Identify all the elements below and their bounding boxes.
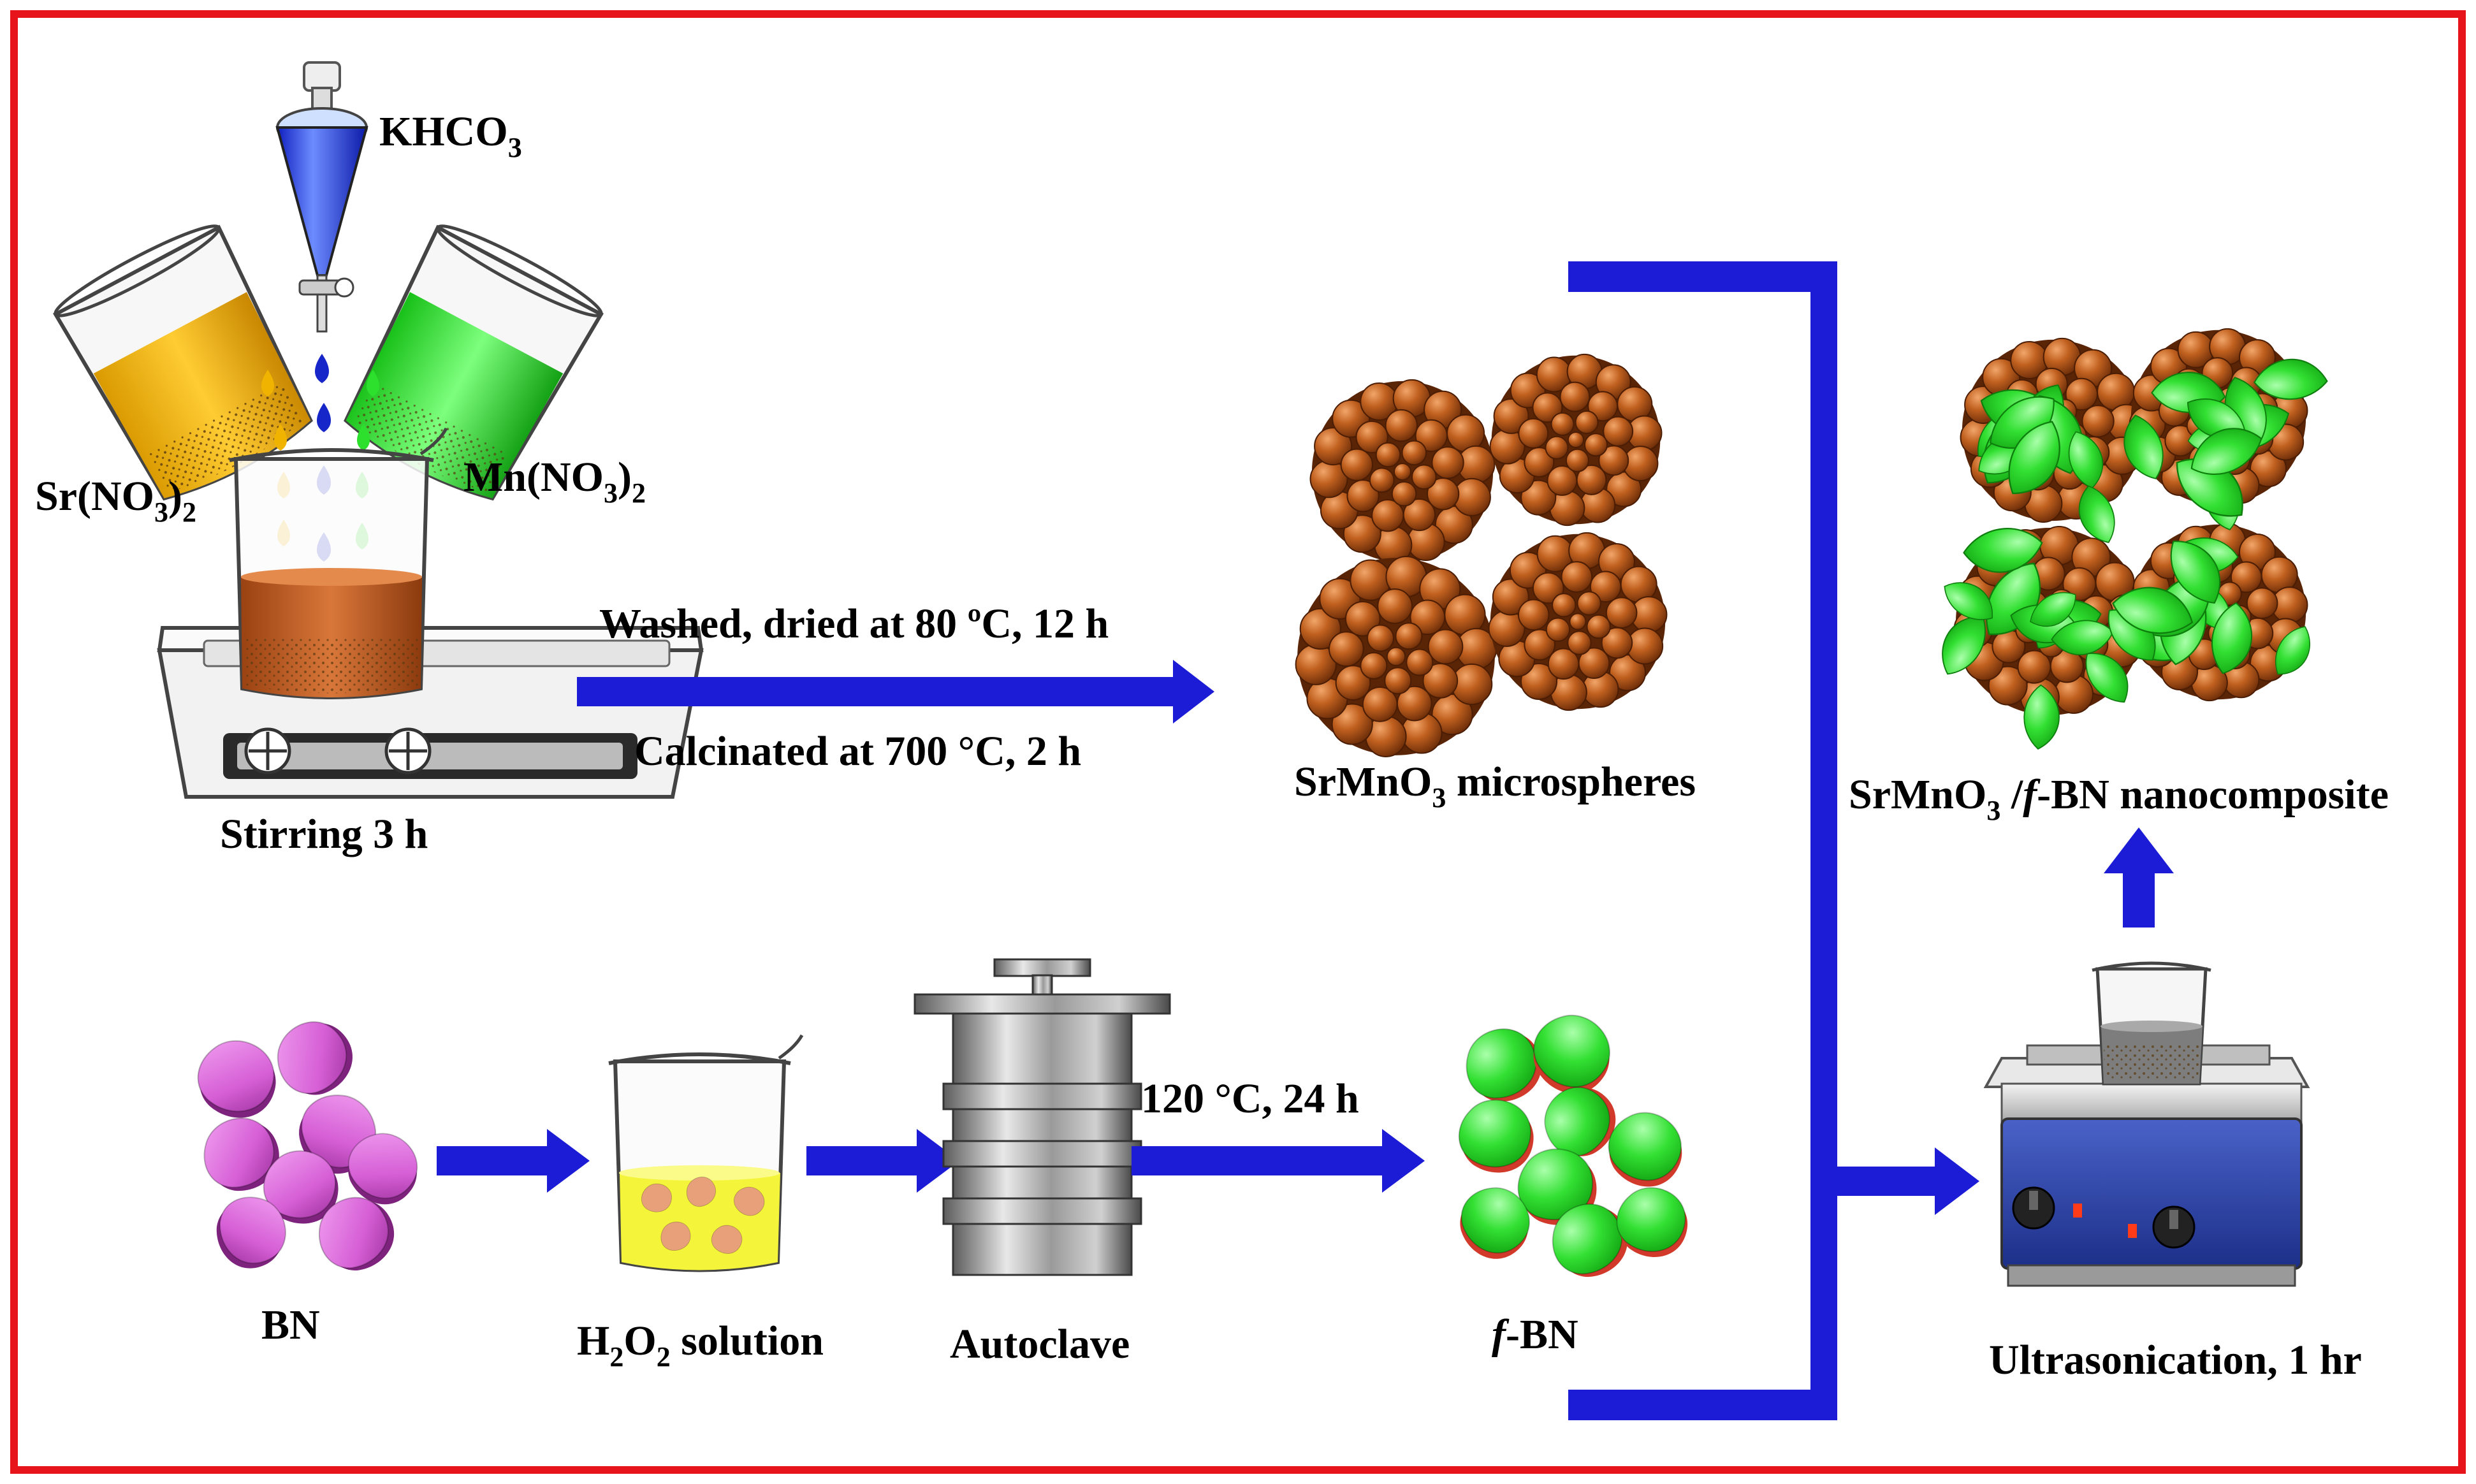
khco3-label: KHCO3 — [379, 108, 522, 163]
separatory-funnel-icon — [275, 61, 368, 333]
stirring-label: Stirring 3 h — [220, 811, 428, 857]
ultrasonication-label: Ultrasonication, 1 hr — [1989, 1337, 2362, 1383]
arrow-calcination — [577, 660, 1214, 724]
bracket-connector — [1568, 261, 1979, 1420]
wash-condition-label: Washed, dried at 80 ºC, 12 h — [599, 600, 1109, 647]
nanocomposite-icon — [1942, 328, 2328, 750]
frame-border — [10, 10, 2466, 1474]
f-bn-label: f-BN — [1492, 1311, 1578, 1358]
mn-nitrate-beaker-icon — [344, 224, 604, 501]
arrow-h2o2-to-autoclave — [806, 1129, 959, 1193]
bn-label: BN — [261, 1302, 320, 1348]
ultrasonic-bath-icon — [1983, 961, 2310, 1287]
hydrothermal-condition-label: 120 °C, 24 h — [1141, 1075, 1359, 1122]
srmno3-microspheres-icon — [1295, 353, 1668, 757]
reaction-beaker-icon — [229, 427, 448, 699]
sr-nitrate-label: Sr(NO3)2 — [35, 473, 196, 528]
h2o2-label: H2O2 solution — [577, 1318, 824, 1372]
f-bn-flakes-icon — [1458, 1014, 1688, 1277]
arrow-bn-to-h2o2 — [437, 1129, 590, 1193]
mn-nitrate-label: Mn(NO3)2 — [463, 454, 646, 509]
arrow-up-to-composite — [2104, 827, 2174, 927]
bn-flakes-icon — [197, 1021, 418, 1270]
nanocomposite-label: SrMnO3 /f-BN nanocomposite — [1849, 771, 2389, 826]
h2o2-beaker-icon — [608, 1034, 804, 1272]
arrow-autoclave-to-fbn — [1132, 1129, 1425, 1193]
srmno3-label: SrMnO3 microspheres — [1294, 759, 1696, 813]
autoclave-icon — [914, 958, 1171, 1276]
calcination-condition-label: Calcinated at 700 °C, 2 h — [634, 728, 1081, 775]
autoclave-label: Autoclave — [950, 1321, 1130, 1367]
coprecipitation-setup: KHCO3 — [35, 61, 704, 857]
